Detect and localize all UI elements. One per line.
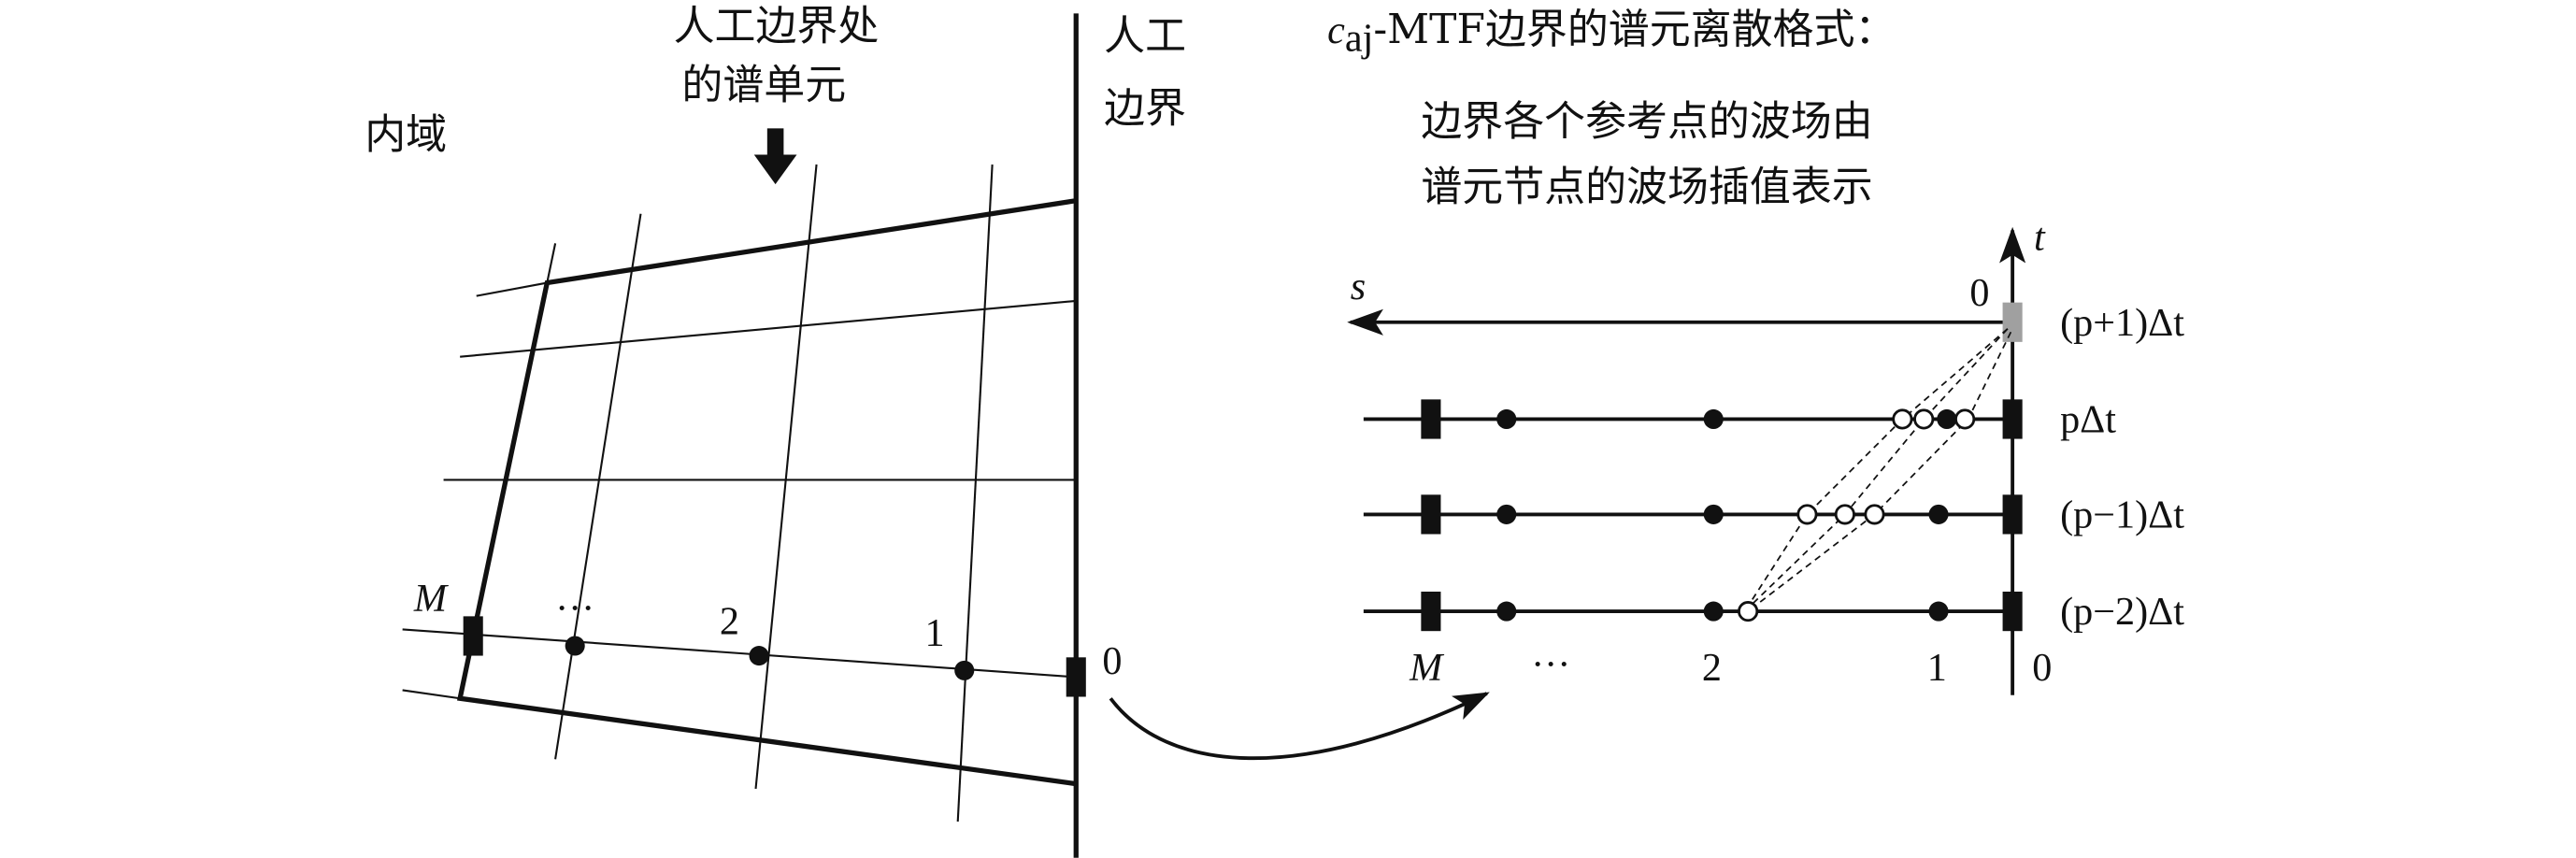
scheme-title: caj-MTF边界的谱元离散格式： xyxy=(1327,6,1896,61)
description-line: 谱元节点的波场插值表示 xyxy=(1421,164,1872,211)
mapping-curve-arrow xyxy=(1109,692,1490,761)
time-level-row xyxy=(1363,592,2023,632)
node-dot xyxy=(565,636,585,656)
node-label-ellipsis: ··· xyxy=(1531,642,1570,686)
interpolation-point xyxy=(1796,504,1818,525)
node-dot xyxy=(1928,601,1949,622)
end-node-square xyxy=(1421,494,1441,535)
node-dot xyxy=(1928,504,1949,524)
end-node-square xyxy=(1421,592,1441,632)
s-axis-label: s xyxy=(1351,265,1366,308)
grid-line xyxy=(476,281,548,297)
characteristic-dashed-line xyxy=(1747,331,2012,612)
end-node-square xyxy=(2002,592,2023,632)
end-node-square xyxy=(2002,494,2023,535)
description-line: 边界各个参考点的波场由 xyxy=(1421,97,1872,145)
interpolation-point xyxy=(1738,601,1759,622)
origin-label: 0 xyxy=(1969,271,1989,315)
node-dot xyxy=(1703,504,1724,524)
node-label-ellipsis: ··· xyxy=(555,587,594,631)
interpolation-point xyxy=(1834,504,1855,525)
interpolation-point xyxy=(1892,408,1913,430)
node-dot xyxy=(1496,408,1517,429)
time-level-label: (p−2)Δt xyxy=(2060,590,2184,634)
end-node-square xyxy=(2002,399,2023,439)
interpolation-point xyxy=(1913,408,1935,430)
boundary-element-outline xyxy=(456,198,1077,787)
node-dot xyxy=(1937,408,1957,429)
spectral-element-mesh xyxy=(402,13,1086,858)
node-label-0: 0 xyxy=(1102,639,1122,683)
end-node-square xyxy=(1421,399,1441,439)
node-dot xyxy=(749,646,769,666)
node-label-1: 1 xyxy=(925,611,945,655)
boundary-element-label: 人工边界处 xyxy=(674,2,880,50)
time-level-label: pΔt xyxy=(2060,398,2116,442)
node-label-2: 2 xyxy=(720,600,739,644)
grid-line xyxy=(402,689,461,700)
grid-line xyxy=(546,243,557,283)
node-dot xyxy=(1496,601,1517,622)
node-dot xyxy=(1496,504,1517,524)
node-label-0: 0 xyxy=(2032,646,2052,690)
time-space-grid xyxy=(1347,226,2026,695)
node-dot xyxy=(1703,408,1724,429)
end-node-square xyxy=(463,616,483,656)
boundary-element-label: 的谱单元 xyxy=(681,62,846,109)
grid-line xyxy=(554,213,642,760)
artificial-boundary-label: 人工 xyxy=(1104,12,1186,60)
inner-domain-label: 内域 xyxy=(365,110,447,158)
down-arrow-icon xyxy=(753,128,797,185)
node-label-2: 2 xyxy=(1702,646,1722,690)
t-axis-label: t xyxy=(2034,215,2046,259)
time-level-label: (p+1)Δt xyxy=(2060,301,2184,345)
reference-point xyxy=(2002,302,2023,342)
node-label-m: M xyxy=(413,577,450,621)
node-dot xyxy=(954,660,975,680)
interpolation-point xyxy=(1864,504,1885,525)
characteristic-dashed-line xyxy=(1744,328,2009,612)
node-dot xyxy=(1703,601,1724,622)
grid-line xyxy=(460,299,1077,358)
characteristic-dashed-line xyxy=(1743,328,2009,612)
grid-line xyxy=(956,164,994,822)
end-node-square xyxy=(1066,657,1086,697)
time-level-row xyxy=(1363,494,2023,535)
grid-line xyxy=(754,164,818,790)
time-level-label: (p−1)Δt xyxy=(2060,493,2184,536)
time-level-row xyxy=(1363,399,2023,439)
node-label-1: 1 xyxy=(1927,646,1947,690)
artificial-boundary-label: 边界 xyxy=(1104,84,1186,132)
node-label-m: M xyxy=(1409,646,1445,690)
interpolation-point xyxy=(1954,408,1976,430)
